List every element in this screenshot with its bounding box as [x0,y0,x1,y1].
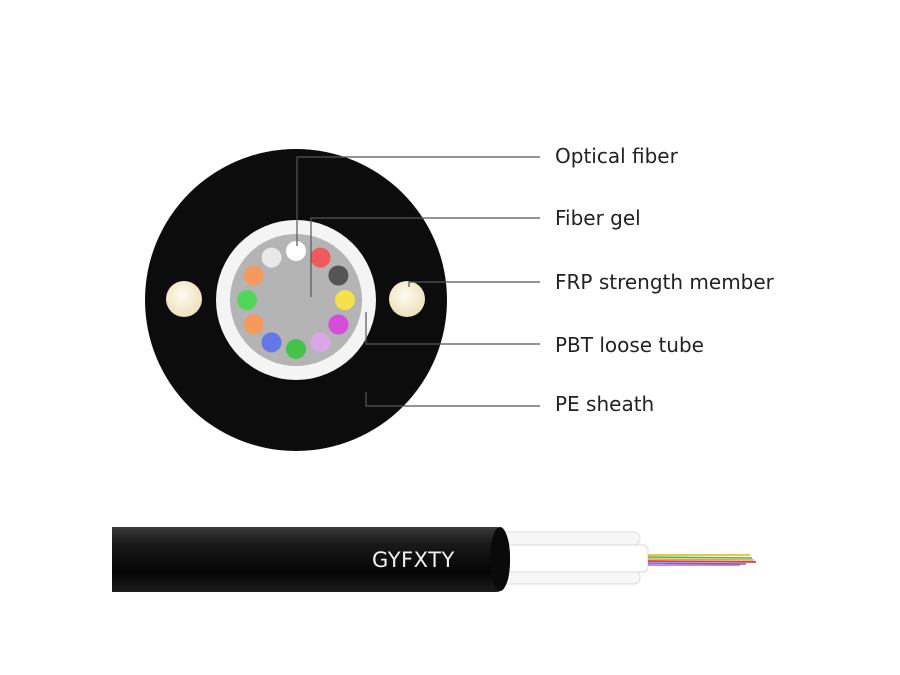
leader-lines [296,156,540,407]
fiber-10 [237,290,257,310]
frp-rod-top [489,531,641,546]
frp-strength-member-right [389,281,425,317]
label-frp-strength-member: FRP strength member [555,270,774,294]
leader-fiber-gel [310,217,540,297]
leader-optical-fiber [296,156,540,246]
fiber-2 [310,247,331,268]
fiber-9 [243,314,264,335]
fiber-3 [328,265,349,286]
fiber-12 [261,247,282,268]
fiber-6 [310,332,331,353]
leader-frp [408,281,540,287]
loose-tube-side [489,544,649,573]
fiber-1 [286,241,306,261]
frp-rod-bottom [489,570,641,585]
optical-fibers [237,241,355,359]
fiber-4 [335,290,355,310]
jacket-end-face [490,527,510,591]
label-optical-fiber: Optical fiber [555,144,678,168]
fiber-11 [243,265,264,286]
fiber-8 [261,332,282,353]
frp-strength-member-left [166,281,202,317]
fiber-bundle [647,554,757,566]
leader-pbt [365,312,540,345]
label-pe-sheath: PE sheath [555,392,655,416]
label-pbt-loose-tube: PBT loose tube [555,333,704,357]
fiber-gel [230,234,362,366]
cable-jacket [112,527,510,592]
cross-section [145,149,447,451]
cable-side-view [112,527,757,592]
cable-marking: GYFXTY [372,548,455,572]
fiber-7 [286,339,306,359]
fiber-5 [328,314,349,335]
label-fiber-gel: Fiber gel [555,206,641,230]
leader-pe [365,392,540,407]
